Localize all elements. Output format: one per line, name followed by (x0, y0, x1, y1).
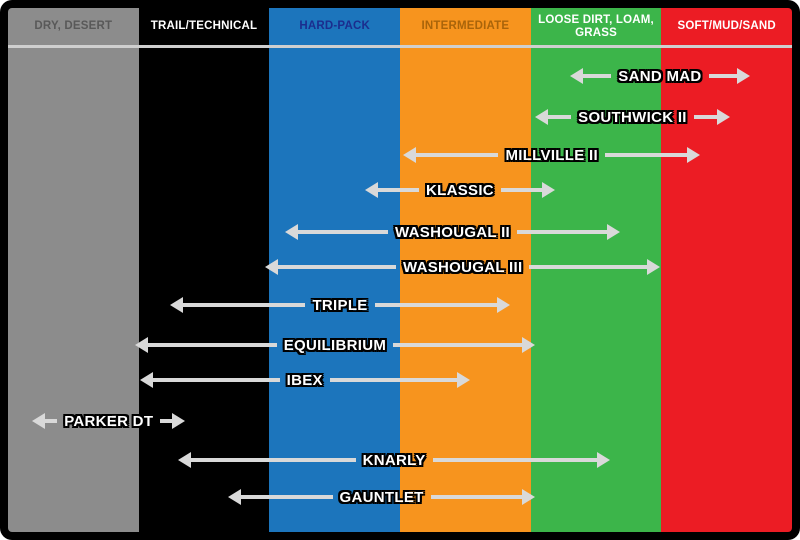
arrow-line (604, 153, 688, 157)
arrowhead-left-icon (32, 413, 46, 429)
arrow-line (278, 265, 396, 269)
arrow-line (45, 419, 58, 423)
arrow-line (148, 343, 277, 347)
tire-label: WASHOUGAL II (395, 223, 511, 241)
arrowhead-right-icon (521, 337, 535, 353)
arrow-line (297, 230, 389, 234)
arrow-line (191, 458, 356, 462)
arrow-line (432, 458, 598, 462)
arrowhead-right-icon (647, 259, 661, 275)
arrowhead-left-icon (265, 259, 279, 275)
arrow-line (241, 495, 333, 499)
tire-range-knarly: KNARLY (178, 449, 611, 471)
arrow-line (374, 303, 497, 307)
arrow-line (693, 115, 718, 119)
tire-label: GAUNTLET (339, 488, 424, 506)
tire-label: SOUTHWICK II (578, 108, 687, 126)
tire-label: PARKER DT (64, 412, 154, 430)
tire-range-equilibrium: EQUILIBRIUM (135, 334, 535, 356)
arrowhead-left-icon (228, 489, 242, 505)
arrowhead-right-icon (172, 413, 186, 429)
terrain-column-header: LOOSE DIRT, LOAM, GRASS (538, 13, 654, 39)
terrain-column-5: SOFT/MUD/SAND (661, 8, 792, 532)
arrow-line (529, 265, 648, 269)
arrow-line (583, 74, 612, 78)
arrow-line (377, 188, 419, 192)
tire-range-triple: TRIPLE (170, 294, 510, 316)
tire-label: EQUILIBRIUM (283, 336, 387, 354)
arrowhead-left-icon (403, 147, 417, 163)
arrowhead-left-icon (284, 224, 298, 240)
arrowhead-left-icon (139, 372, 153, 388)
arrow-line (517, 230, 608, 234)
arrowhead-right-icon (496, 297, 510, 313)
terrain-column-header: HARD-PACK (299, 20, 370, 33)
arrowhead-right-icon (717, 109, 731, 125)
tire-label: KLASSIC (426, 181, 494, 199)
terrain-column-header: INTERMEDIATE (421, 20, 510, 33)
header-divider-line (8, 45, 792, 48)
tire-label: SAND MAD (618, 67, 702, 85)
terrain-columns: DRY, DESERT TRAIL/TECHNICAL HARD-PACK INTER… (8, 8, 792, 532)
arrowhead-left-icon (534, 109, 548, 125)
arrow-line (183, 303, 306, 307)
arrow-line (708, 74, 737, 78)
terrain-column-0: DRY, DESERT (8, 8, 139, 532)
arrow-line (160, 419, 173, 423)
arrowhead-left-icon (364, 182, 378, 198)
tire-label: MILLVILLE II (505, 146, 598, 164)
tire-range-washougal-ii: WASHOUGAL II (284, 221, 621, 243)
arrowhead-right-icon (521, 489, 535, 505)
tire-range-arrows-layer: SAND MAD SOUTHWICK II MILLVILLE II KLASSIC W… (8, 8, 792, 532)
tire-range-southwick-ii: SOUTHWICK II (534, 106, 731, 128)
chart-board: DRY, DESERT TRAIL/TECHNICAL HARD-PACK INTER… (8, 8, 792, 532)
terrain-column-header: DRY, DESERT (34, 20, 113, 33)
tire-label: KNARLY (362, 451, 426, 469)
arrowhead-right-icon (736, 68, 750, 84)
tire-label: IBEX (286, 371, 323, 389)
arrowhead-right-icon (597, 452, 611, 468)
arrow-line (416, 153, 499, 157)
arrowhead-left-icon (170, 297, 184, 313)
arrowhead-right-icon (687, 147, 701, 163)
tire-label: WASHOUGAL III (402, 258, 523, 276)
arrowhead-left-icon (570, 68, 584, 84)
tire-range-klassic: KLASSIC (364, 179, 556, 201)
terrain-column-2: HARD-PACK (269, 8, 401, 532)
tire-range-gauntlet: GAUNTLET (228, 486, 535, 508)
terrain-column-1: TRAIL/TECHNICAL (138, 8, 270, 532)
arrowhead-right-icon (456, 372, 470, 388)
terrain-column-3: INTERMEDIATE (400, 8, 531, 532)
terrain-column-header: SOFT/MUD/SAND (677, 20, 776, 33)
tire-range-ibex: IBEX (139, 369, 470, 391)
tire-label: TRIPLE (312, 296, 368, 314)
arrowhead-right-icon (607, 224, 621, 240)
tire-range-sand-mad: SAND MAD (570, 65, 750, 87)
arrow-line (500, 188, 543, 192)
tire-range-washougal-iii: WASHOUGAL III (265, 256, 661, 278)
arrow-line (393, 343, 522, 347)
arrowhead-left-icon (135, 337, 148, 353)
arrow-line (547, 115, 572, 119)
terrain-column-header: TRAIL/TECHNICAL (150, 20, 258, 33)
tire-range-parker-dt: PARKER DT (32, 410, 186, 432)
arrowhead-left-icon (178, 452, 192, 468)
terrain-column-4: LOOSE DIRT, LOAM, GRASS (530, 8, 662, 532)
arrow-line (430, 495, 522, 499)
arrowhead-right-icon (542, 182, 556, 198)
arrow-line (152, 378, 280, 382)
tire-range-millville-ii: MILLVILLE II (403, 144, 701, 166)
arrow-line (329, 378, 457, 382)
